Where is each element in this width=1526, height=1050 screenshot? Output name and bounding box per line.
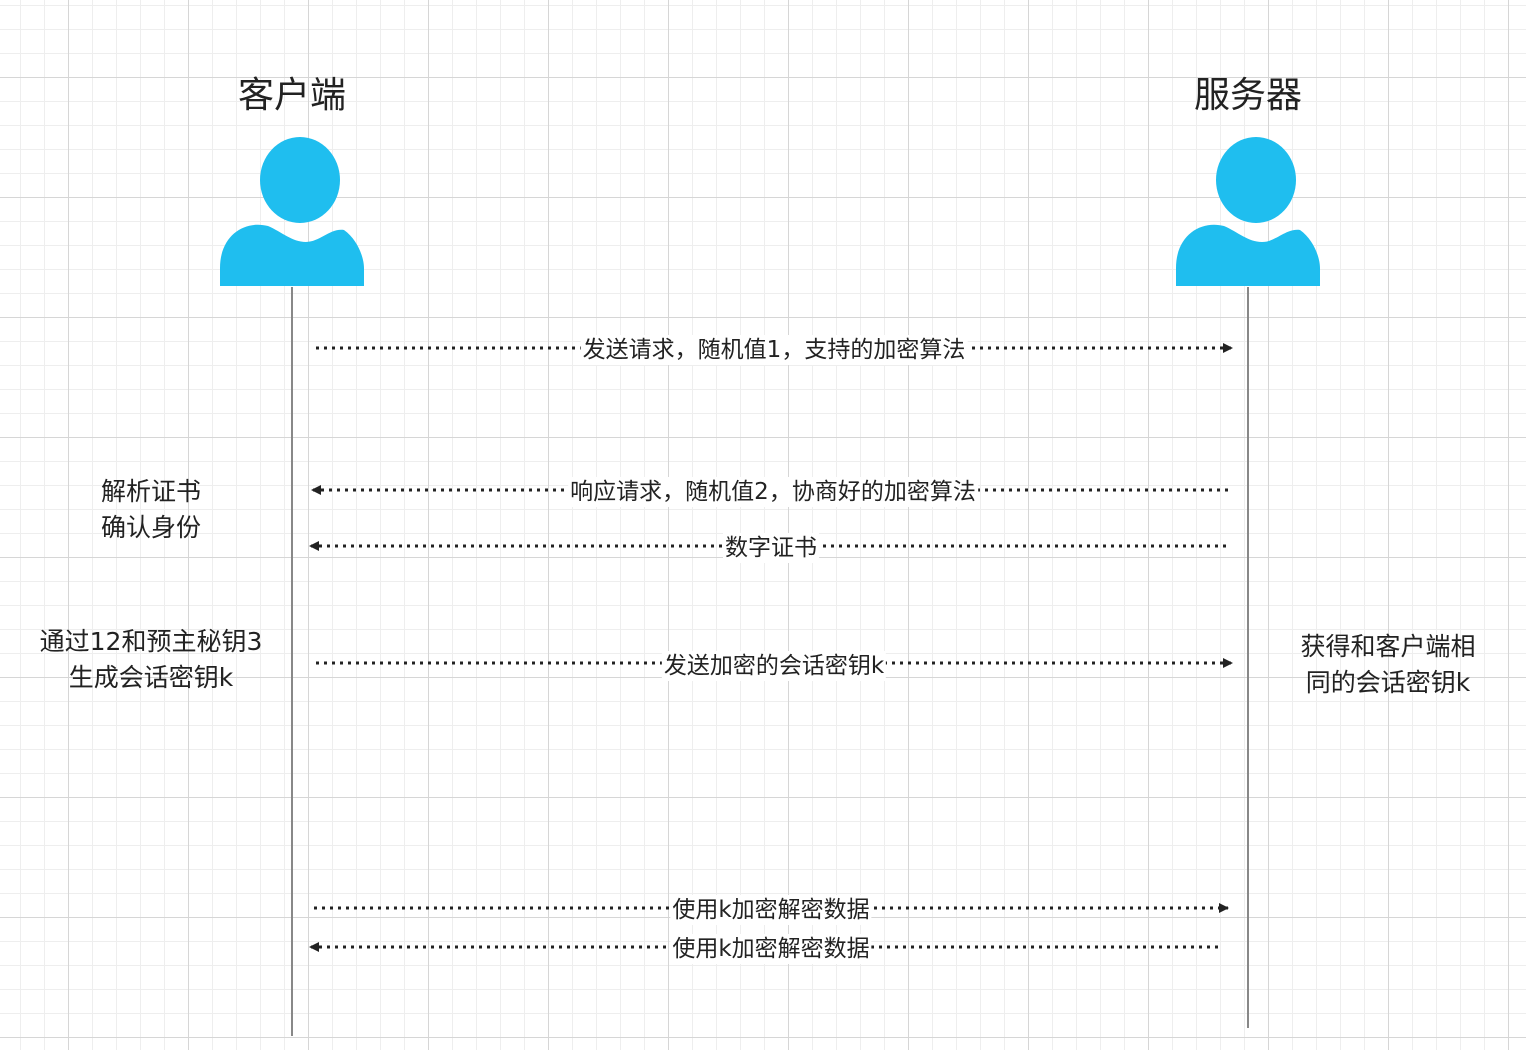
- note-generate-session-key: 通过12和预主秘钥3 生成会话密钥k: [40, 624, 263, 696]
- client-actor-label: 客户端: [237, 75, 347, 116]
- message-label-1: 发送请求，随机值1，支持的加密算法: [580, 335, 968, 365]
- note-line: 确认身份: [100, 513, 202, 542]
- note-line: 获得和客户端相: [1300, 632, 1476, 661]
- message-label-6: 使用k加密解密数据: [670, 934, 872, 964]
- note-line: 解析证书: [100, 477, 202, 506]
- note-server-session-key: 获得和客户端相 同的会话密钥k: [1300, 629, 1475, 701]
- client-user-icon: [220, 137, 364, 286]
- note-line: 生成会话密钥k: [68, 663, 234, 692]
- message-label-2: 响应请求，随机值2，协商好的加密算法: [568, 477, 978, 507]
- server-actor-label: 服务器: [1193, 75, 1303, 116]
- message-label-4: 发送加密的会话密钥k: [661, 651, 887, 681]
- note-line: 通过12和预主秘钥3: [39, 627, 263, 656]
- message-label-3: 数字证书: [723, 533, 819, 563]
- message-label-5: 使用k加密解密数据: [670, 895, 872, 925]
- note-parse-certificate: 解析证书 确认身份: [101, 474, 201, 546]
- server-user-icon: [1176, 137, 1320, 286]
- note-line: 同的会话密钥k: [1305, 668, 1471, 697]
